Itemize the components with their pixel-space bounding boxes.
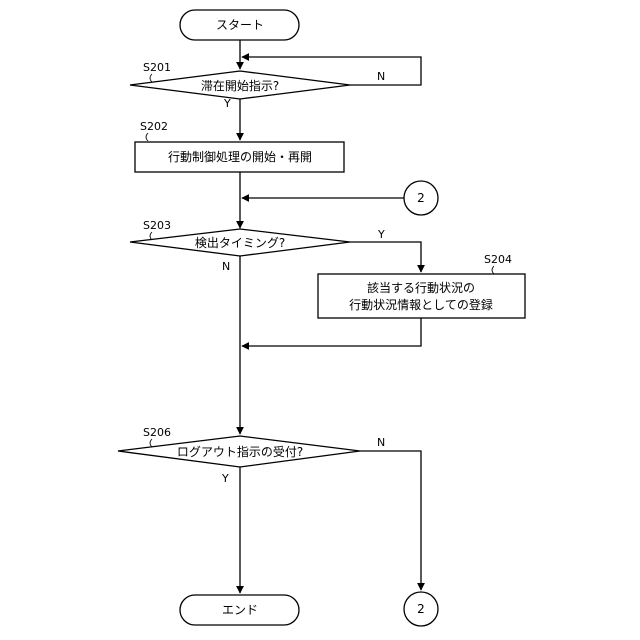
end-terminal: エンド [180,595,299,625]
step-tick-s202 [146,133,148,141]
branch-s201-no: N [377,70,385,83]
decision-s206: ログアウト指示の受付? [118,436,360,467]
branch-s206-yes: Y [221,472,229,485]
process-s204-label-line2: 行動状況情報としての登録 [349,297,493,312]
step-tick-s201 [150,74,152,82]
step-label-s204: S204 [484,253,512,266]
process-s204-label-line1: 該当する行動状況の [367,280,475,295]
connector-bottom-label: 2 [417,602,425,616]
arrow-s206-to-connector [360,451,421,590]
decision-s201-label: 滞在開始指示? [201,78,279,93]
branch-s201-yes: Y [223,97,231,110]
branch-s203-no: N [222,260,230,273]
arrow-s204-return [242,318,421,346]
step-label-s206: S206 [143,426,171,439]
branch-s203-yes: Y [377,228,385,241]
arrow-s203-to-s204 [350,242,421,272]
start-terminal: スタート [180,10,299,40]
connector-top: 2 [404,181,438,215]
decision-s206-label: ログアウト指示の受付? [177,444,303,459]
step-label-s203: S203 [143,219,171,232]
process-s204: 該当する行動状況の 行動状況情報としての登録 [318,274,525,318]
decision-s201: 滞在開始指示? [130,71,350,99]
step-label-s201: S201 [143,61,171,74]
step-label-s202: S202 [140,120,168,133]
connector-top-label: 2 [417,191,425,205]
step-tick-s206 [150,439,152,447]
start-label: スタート [216,18,264,32]
process-s202-label: 行動制御処理の開始・再開 [168,149,312,164]
step-tick-s204 [492,266,494,274]
branch-s206-no: N [377,436,385,449]
connector-bottom: 2 [404,592,438,626]
decision-s203: 検出タイミング? [130,229,350,256]
process-s202: 行動制御処理の開始・再開 [135,142,344,172]
end-label: エンド [222,603,258,617]
decision-s203-label: 検出タイミング? [195,236,285,250]
